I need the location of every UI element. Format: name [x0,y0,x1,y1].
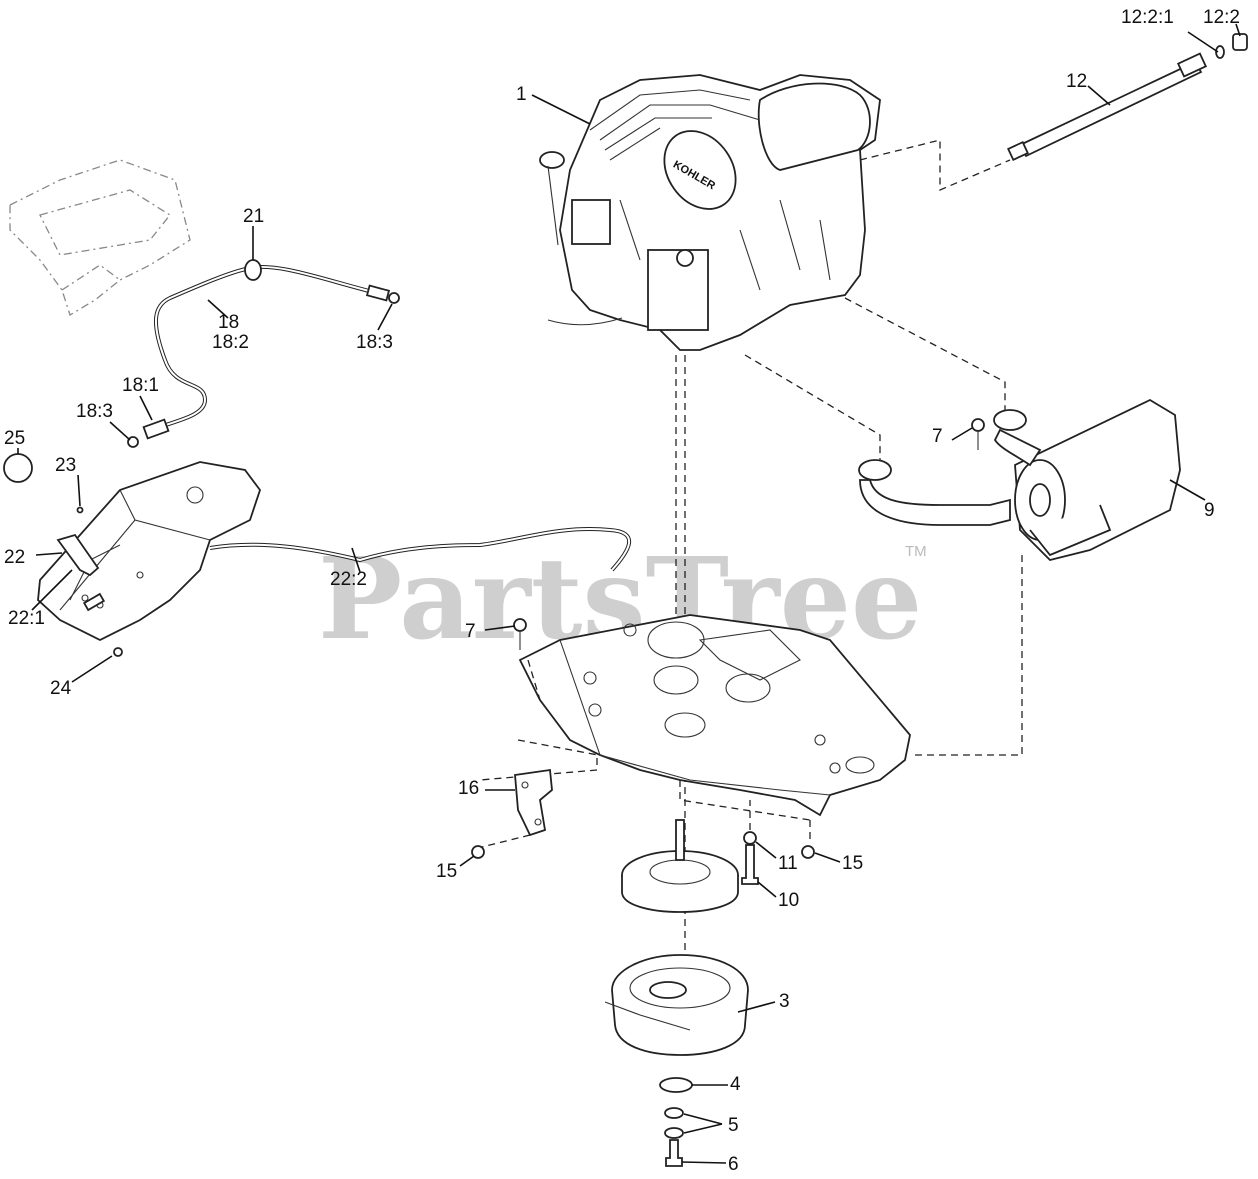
callout-23: 23 [55,455,76,476]
callout-22: 22 [4,547,25,568]
bolt-7-top [513,618,527,632]
callout-3: 3 [779,991,790,1012]
callout-18-2: 18:2 [212,332,249,353]
callout-7-muffler: 7 [932,426,943,447]
leader-lines [17,23,1241,1164]
callout-12: 12 [1066,71,1087,92]
callout-1: 1 [516,84,527,105]
callout-5: 5 [728,1115,739,1136]
callout-21: 21 [243,206,264,227]
callout-22-1: 22:1 [8,608,45,629]
nut-15-right [801,845,815,859]
bolt-10 [741,844,759,885]
callout-labels: 12:2:1 12:2 12 1 21 18 18:2 18:3 18:1 18… [4,7,1240,1175]
washer-11 [743,831,757,845]
callout-18-3-left: 18:3 [76,401,113,422]
dipstick-tube [1007,33,1248,162]
callout-7-deck: 7 [465,621,476,642]
callout-11: 11 [778,853,798,874]
callout-18-1: 18:1 [122,375,159,396]
engine-assembly: KOHLER [539,74,881,351]
callout-15-right: 15 [842,853,863,874]
bolt-6 [665,1139,683,1167]
callout-18-3-right: 18:3 [356,332,393,353]
control-bracket [3,453,632,657]
callout-24: 24 [50,678,72,699]
mounting-bracket [514,768,553,837]
callout-16: 16 [458,778,479,799]
callout-6: 6 [728,1154,739,1175]
washer-5-top [664,1107,684,1119]
callout-25: 25 [4,428,25,449]
callout-15-left: 15 [436,861,457,882]
washer-4 [659,1077,693,1093]
callout-12-2-1: 12:2:1 [1121,7,1174,28]
drive-pulley [621,819,739,913]
seat-frame-outline [9,159,191,316]
throttle-cable [127,259,400,448]
callout-18: 18 [218,312,239,333]
washer-5-bottom [664,1127,684,1139]
engine-deck-plate [518,614,911,817]
muffler [858,398,1181,561]
watermark-trademark: TM [905,543,927,560]
callout-10: 10 [778,890,799,911]
callout-4: 4 [730,1074,741,1095]
electric-clutch [604,954,749,1056]
callout-22-2: 22:2 [330,569,367,590]
callout-12-2: 12:2 [1203,7,1240,28]
nut-15-left [471,845,485,859]
callout-9: 9 [1204,500,1215,521]
